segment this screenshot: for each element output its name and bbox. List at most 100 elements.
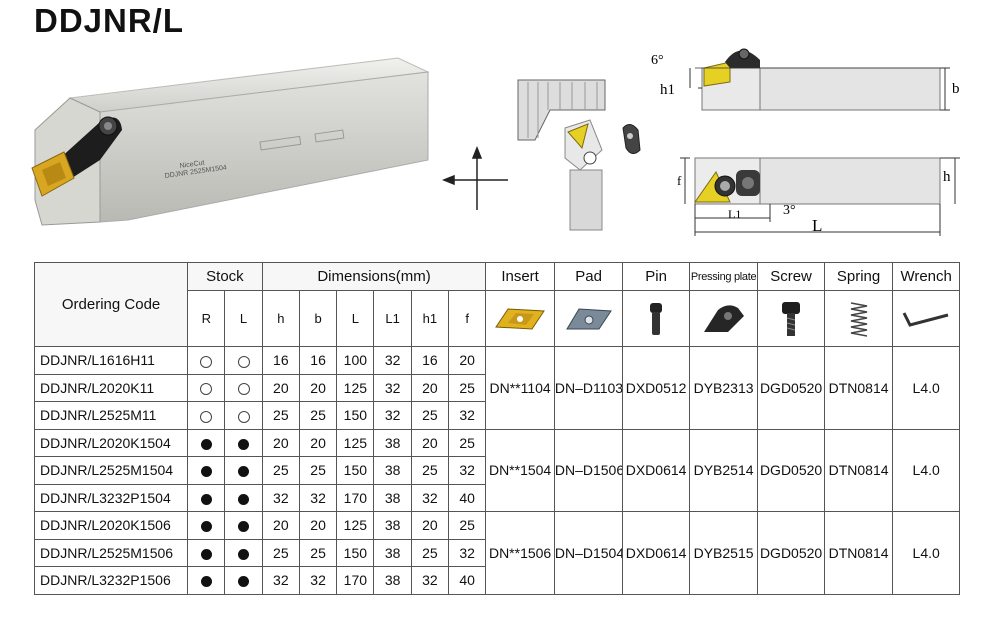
available-circle-icon <box>200 383 213 396</box>
header-spring: Spring <box>823 262 894 291</box>
ordering-code-cell: DDJNR/L1616H11 <box>33 346 189 375</box>
label-L1: L1 <box>728 207 741 221</box>
dim-h1-cell: 25 <box>410 456 450 485</box>
dim-l1-cell: 38 <box>373 456 412 485</box>
available-circle-icon <box>200 410 213 423</box>
dim-b-cell: 16 <box>298 346 338 375</box>
ordering-code-cell: DDJNR/L2525M11 <box>33 401 189 430</box>
in-stock-dot-icon <box>200 466 212 478</box>
pin-part-cell: DXD0512 <box>622 346 690 430</box>
pressing-plate-part-cell: DYB2515 <box>688 511 759 595</box>
stock-r-cell <box>187 456 226 485</box>
page-title: DDJNR/L <box>34 2 185 39</box>
in-stock-dot-icon <box>238 548 250 560</box>
header-dim-b: b <box>298 290 338 347</box>
in-stock-dot-icon <box>238 493 250 505</box>
in-stock-dot-icon <box>200 521 212 533</box>
stock-l-cell <box>224 511 263 540</box>
stock-r-cell <box>187 538 226 567</box>
pin-part-cell: DXD0614 <box>622 511 690 595</box>
in-stock-dot-icon <box>238 438 250 450</box>
in-stock-dot-icon <box>238 576 250 588</box>
ordering-code-cell: DDJNR/L3232P1506 <box>33 566 189 595</box>
available-circle-icon <box>200 355 213 368</box>
wrench-part-cell: L4.0 <box>892 428 960 512</box>
dim-b-cell: 25 <box>298 456 338 485</box>
stock-r-cell <box>187 483 226 512</box>
dim-h1-cell: 16 <box>410 346 450 375</box>
header-pad: Pad <box>553 262 624 291</box>
pad-part-cell: DN–D1506 <box>553 428 624 512</box>
header-dim-L: L <box>336 290 375 347</box>
dim-f-cell: 40 <box>448 566 487 595</box>
dim-l-cell: 125 <box>336 373 375 402</box>
in-stock-dot-icon <box>200 548 212 560</box>
header-dimensions: Dimensions(mm) <box>261 262 487 291</box>
ordering-code-cell: DDJNR/L2020K1506 <box>33 511 189 540</box>
stock-l-cell <box>224 373 263 402</box>
spring-icon <box>823 290 894 347</box>
dim-h-cell: 20 <box>261 428 300 457</box>
direction-arrows-icon <box>441 145 508 210</box>
dim-l-cell: 100 <box>336 346 375 375</box>
header-wrench: Wrench <box>892 262 960 291</box>
dim-b-cell: 25 <box>298 538 338 567</box>
wrench-part-cell: L4.0 <box>892 511 960 595</box>
dim-b-cell: 20 <box>298 511 338 540</box>
dim-l1-cell: 38 <box>373 428 412 457</box>
spec-table: Ordering Code Stock Dimensions(mm) Inser… <box>33 262 960 595</box>
header-pin: Pin <box>622 262 690 291</box>
dim-h-cell: 25 <box>261 538 300 567</box>
stock-l-cell <box>224 401 263 430</box>
dim-f-cell: 25 <box>448 428 487 457</box>
dim-b-cell: 32 <box>298 483 338 512</box>
header-stock: Stock <box>187 262 263 291</box>
insert-part-cell: DN**1506 <box>485 511 555 595</box>
label-f: f <box>677 173 682 188</box>
spring-part-cell: DTN0814 <box>823 428 894 512</box>
dim-h-cell: 16 <box>261 346 300 375</box>
label-h: h <box>943 169 951 185</box>
dim-h1-cell: 20 <box>410 373 450 402</box>
dim-f-cell: 40 <box>448 483 487 512</box>
dim-h1-cell: 25 <box>410 401 450 430</box>
pad-icon <box>553 290 624 347</box>
dim-f-cell: 25 <box>448 511 487 540</box>
insert-icon <box>485 290 555 347</box>
stock-r-cell <box>187 373 226 402</box>
insert-part-cell: DN**1104 <box>485 346 555 430</box>
in-stock-dot-icon <box>200 438 212 450</box>
header-dim-h: h <box>261 290 300 347</box>
technical-diagram: 6° h1 b f h L1 3° L <box>441 48 960 236</box>
pressing-plate-icon <box>688 290 759 347</box>
screw-part-cell: DGD0520 <box>757 511 825 595</box>
screw-part-cell: DGD0520 <box>757 346 825 430</box>
dim-h-cell: 25 <box>261 401 300 430</box>
dim-h-cell: 25 <box>261 456 300 485</box>
dim-h1-cell: 32 <box>410 566 450 595</box>
dim-h1-cell: 20 <box>410 511 450 540</box>
photo-brand: NiceCut <box>179 160 205 170</box>
dim-b-cell: 20 <box>298 428 338 457</box>
label-angle-top: 6° <box>651 53 664 68</box>
holder-section-diagram <box>564 119 641 231</box>
stock-l-cell <box>224 538 263 567</box>
label-b: b <box>952 81 960 97</box>
stock-r-cell <box>187 511 226 540</box>
label-h1: h1 <box>660 82 675 98</box>
dim-l-cell: 125 <box>336 428 375 457</box>
available-circle-icon <box>237 410 250 423</box>
header-stock-r: R <box>187 290 226 347</box>
available-circle-icon <box>237 355 250 368</box>
stock-r-cell <box>187 566 226 595</box>
in-stock-dot-icon <box>200 576 212 588</box>
header-stock-l: L <box>224 290 263 347</box>
dim-f-cell: 32 <box>448 401 487 430</box>
dim-l1-cell: 38 <box>373 483 412 512</box>
stock-l-cell <box>224 483 263 512</box>
header-screw: Screw <box>757 262 825 291</box>
dim-l1-cell: 38 <box>373 538 412 567</box>
